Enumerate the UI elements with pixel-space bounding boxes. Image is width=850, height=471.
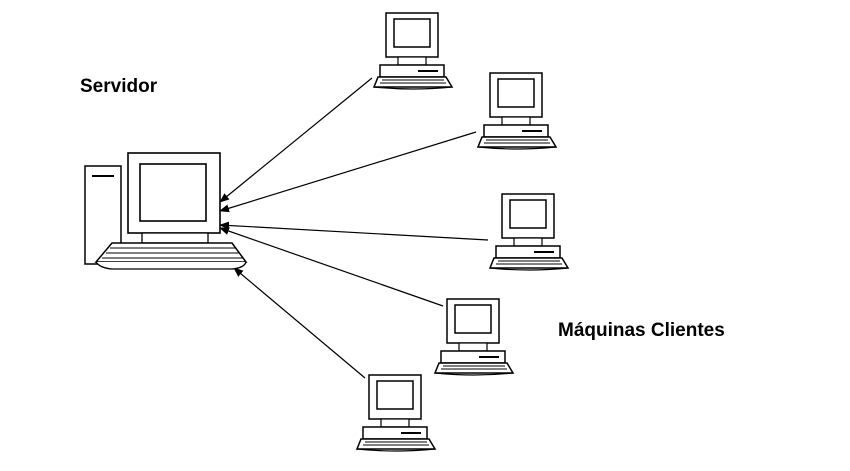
edge-client-5 (233, 267, 366, 379)
client-computer-icon (356, 374, 436, 452)
edge-client-2 (219, 131, 477, 213)
client-computer-icon (477, 72, 557, 150)
edge-client-4 (219, 227, 444, 307)
client-computer-icon (489, 193, 569, 271)
edge-client-1 (219, 77, 373, 203)
client-computer-icon (373, 12, 453, 90)
client-computer-icon (434, 298, 514, 376)
server-label: Servidor (80, 76, 158, 97)
clients-label: Máquinas Clientes (558, 320, 725, 341)
edge-client-3 (219, 221, 489, 241)
connections (219, 77, 489, 379)
server-computer-icon (84, 152, 248, 270)
